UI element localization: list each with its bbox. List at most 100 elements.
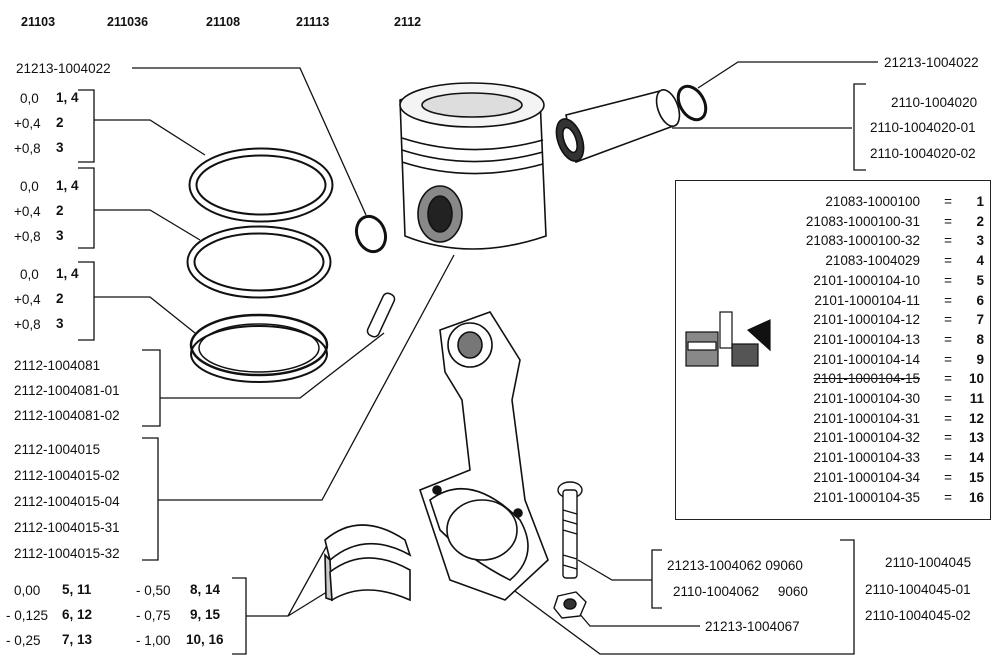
kit-row-code: 2101-1000104-32 <box>813 430 920 446</box>
piston-code-1: 2112-1004081 <box>14 358 101 373</box>
kit-row-code: 21083-1000100-32 <box>805 233 920 249</box>
bracket-pin <box>853 83 866 171</box>
kit-row-code: 2101-1000104-31 <box>813 410 920 426</box>
bearing-right-size-3: - 1,00 <box>136 633 171 648</box>
bracket-piston-codes <box>142 349 161 427</box>
kit-row-equals: = <box>944 489 952 505</box>
kit-row-number: 5 <box>976 272 984 288</box>
bearing-left-cls-2: 6, 12 <box>62 607 93 622</box>
bracket-ring-1 <box>78 89 95 163</box>
header-model-3: 21108 <box>206 15 241 29</box>
piston-assy-code-1: 2112-1004015 <box>14 442 101 457</box>
kit-row-number: 6 <box>976 292 984 308</box>
kit-row-equals: = <box>944 331 952 347</box>
ring-g2-size-3: +0,8 <box>14 229 41 244</box>
leader-bolt <box>577 559 652 581</box>
ring-g3-size-1: 0,0 <box>20 267 39 282</box>
header-model-5: 2112 <box>394 15 422 29</box>
bearing-right-cls-2: 9, 15 <box>190 607 221 622</box>
rod-code-1: 2110-1004045 <box>885 555 972 570</box>
bearing-left-cls-3: 7, 13 <box>62 632 93 647</box>
bracket-ring-2 <box>78 167 95 249</box>
ring-g1-size-1: 0,0 <box>20 91 39 106</box>
kit-row-code: 2101-1000104-34 <box>813 469 920 485</box>
kit-row-code: 2101-1000104-35 <box>813 489 920 505</box>
piston-assy-code-2: 2112-1004015-02 <box>14 468 120 483</box>
kit-row-code: 2101-1000104-30 <box>813 391 920 406</box>
piston-ring-1 <box>188 147 334 223</box>
rod-code-2: 2110-1004045-01 <box>865 582 971 597</box>
pin-code-2: 2110-1004020-01 <box>870 120 976 135</box>
piston-code-3: 2112-1004081-02 <box>14 408 120 423</box>
leader-piston-codes <box>160 332 385 399</box>
kit-row-code: 2101-1000104-10 <box>813 272 920 288</box>
piston-assy-code-4: 2112-1004015-31 <box>14 520 120 535</box>
kit-row-equals: = <box>944 272 952 288</box>
kit-row-number: 7 <box>976 312 984 328</box>
bracket-bearing <box>232 577 247 655</box>
leader-nut <box>577 611 700 627</box>
kit-row-number: 2 <box>976 213 984 229</box>
ring-g2-cls-1: 1, 4 <box>56 178 79 193</box>
bracket-piston-assy <box>142 437 159 561</box>
bolt-code-2: 2110-1004062 9060 <box>673 584 808 599</box>
nut-code: 21213-1004067 <box>705 619 800 634</box>
bearing-left-size-3: - 0,25 <box>6 633 41 648</box>
kit-row-number: 13 <box>968 430 984 446</box>
kit-row-number: 3 <box>976 233 984 249</box>
piston-assy-code-5: 2112-1004015-32 <box>14 546 120 561</box>
piston-ring-2 <box>186 225 332 299</box>
kit-row-equals: = <box>944 194 952 209</box>
kit-row-number: 9 <box>976 351 984 367</box>
leader-ring-lock-right <box>697 61 878 89</box>
kit-row-number: 15 <box>968 469 984 485</box>
kit-row-equals: = <box>944 450 952 466</box>
kit-row-code: 2101-1000104-15 <box>813 371 920 387</box>
ring-g3-cls-2: 2 <box>56 291 64 306</box>
ring-g2-size-2: +0,4 <box>14 204 41 219</box>
kit-row-number: 11 <box>969 391 984 406</box>
kit-row-number: 4 <box>976 253 984 269</box>
kit-row-equals: = <box>944 253 952 269</box>
kit-row-code: 2101-1000104-13 <box>813 331 920 347</box>
kit-row-code: 21083-1000100-31 <box>805 213 920 229</box>
retaining-ring-right <box>676 84 708 122</box>
leader-ring-2 <box>94 209 201 241</box>
ring-lock-right-code: 21213-1004022 <box>884 55 979 70</box>
ring-g2-size-1: 0,0 <box>20 179 39 194</box>
kit-row-number: 10 <box>968 371 984 387</box>
kit-row-equals: = <box>944 292 952 308</box>
kit-row-code: 21083-1000100 <box>825 194 920 209</box>
pin-code-3: 2110-1004020-02 <box>870 146 976 161</box>
bearing-right-size-2: - 0,75 <box>136 608 171 623</box>
bearing-left-size-2: - 0,125 <box>6 608 49 623</box>
kit-row-number: 14 <box>968 450 984 466</box>
leader-ring-lock-left <box>132 67 367 216</box>
retaining-ring-left <box>354 214 388 254</box>
kit-row-equals: = <box>944 351 952 367</box>
leader-rod <box>499 579 840 655</box>
kit-row-code: 21083-1004029 <box>825 253 920 269</box>
rod-bolt <box>557 481 583 579</box>
piston-ring-3 <box>189 313 329 383</box>
kit-box-icon <box>685 311 771 367</box>
kit-row-code: 2101-1000104-12 <box>813 312 920 328</box>
kit-row-code: 2101-1000104-11 <box>814 292 920 308</box>
piston-pin <box>555 89 681 164</box>
kit-table: 21083-1000100 = 1 21083-1000100-31 = 2 21083-1… <box>675 180 991 520</box>
pin-code-1: 2110-1004020 <box>891 95 978 110</box>
ring-g1-cls-2: 2 <box>56 115 64 130</box>
kit-row-equals: = <box>944 213 952 229</box>
piston <box>399 82 547 250</box>
bearing-right-cls-3: 10, 16 <box>186 632 224 647</box>
ring-lock-left-code: 21213-1004022 <box>16 61 111 76</box>
bearing-right-cls-1: 8, 14 <box>190 582 221 597</box>
header-model-2: 211036 <box>107 15 149 29</box>
bracket-ring-3 <box>78 261 95 341</box>
bearing-left-cls-1: 5, 11 <box>62 582 92 597</box>
ring-g3-size-2: +0,4 <box>14 292 41 307</box>
kit-row-number: 8 <box>976 331 984 347</box>
bracket-rod <box>840 539 855 655</box>
kit-row-number: 1 <box>976 194 984 209</box>
ring-g1-size-2: +0,4 <box>14 116 41 131</box>
